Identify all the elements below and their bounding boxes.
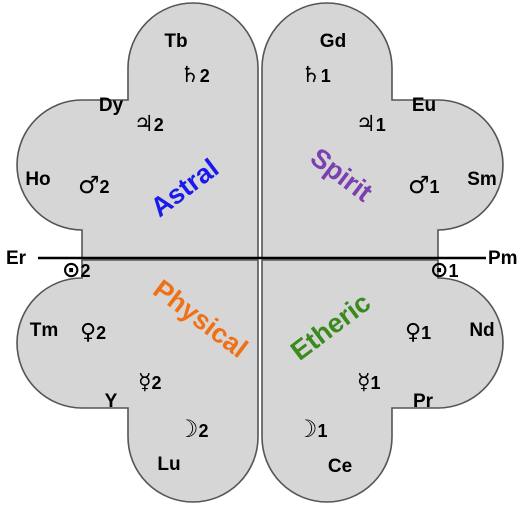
mercury-icon: ☿ bbox=[357, 370, 371, 395]
jupiter-icon: ♃ bbox=[356, 112, 376, 137]
jupiter-icon: ♃ bbox=[134, 112, 154, 137]
mercury-symbol-physical: ☿2 bbox=[138, 370, 162, 395]
element-tm: Tm bbox=[30, 320, 59, 341]
saturn-icon: ♄ bbox=[301, 63, 321, 88]
mars-symbol-spirit: ♂1 bbox=[408, 171, 440, 199]
saturn-symbol-astral: ♄2 bbox=[180, 63, 210, 88]
mars-symbol-astral: ♂2 bbox=[78, 171, 110, 199]
axis-label-left: Er bbox=[6, 248, 27, 269]
element-lu: Lu bbox=[157, 454, 180, 475]
element-y: Y bbox=[105, 391, 118, 412]
element-tb: Tb bbox=[164, 31, 187, 52]
leaf-spirit bbox=[261, 2, 504, 259]
saturn-icon: ♄ bbox=[180, 63, 200, 88]
element-nd: Nd bbox=[469, 320, 494, 341]
mercury-icon: ☿ bbox=[138, 370, 152, 395]
saturn-symbol-spirit: ♄1 bbox=[301, 63, 331, 88]
venus-icon: ♀ bbox=[405, 320, 421, 345]
sun-symbol-etheric: ⊙1 bbox=[430, 258, 458, 283]
leaf-physical bbox=[16, 259, 259, 503]
venus-symbol-physical: ♀2 bbox=[80, 320, 106, 345]
sun-icon: ⊙ bbox=[62, 258, 80, 283]
jupiter-symbol-astral: ♃2 bbox=[134, 112, 164, 137]
moon-icon: ☽ bbox=[296, 415, 318, 443]
element-sm: Sm bbox=[467, 169, 497, 190]
venus-icon: ♀ bbox=[80, 320, 96, 345]
leaf-astral bbox=[16, 2, 259, 259]
sun-icon: ⊙ bbox=[430, 258, 448, 283]
mars-icon: ♂ bbox=[78, 171, 100, 199]
element-pr: Pr bbox=[413, 391, 434, 412]
element-ho: Ho bbox=[25, 169, 50, 190]
element-ce: Ce bbox=[328, 456, 352, 477]
moon-symbol-etheric: ☽1 bbox=[296, 415, 328, 443]
jupiter-symbol-spirit: ♃1 bbox=[356, 112, 386, 137]
leaf-etheric bbox=[261, 259, 504, 503]
venus-symbol-etheric: ♀1 bbox=[405, 320, 431, 345]
mars-icon: ♂ bbox=[408, 171, 430, 199]
moon-icon: ☽ bbox=[177, 415, 199, 443]
sun-symbol-physical: ⊙2 bbox=[62, 258, 90, 283]
axis-label-right: Pm bbox=[488, 248, 518, 269]
mercury-symbol-etheric: ☿1 bbox=[357, 370, 381, 395]
element-eu: Eu bbox=[412, 95, 436, 116]
element-gd: Gd bbox=[320, 31, 346, 52]
moon-symbol-physical: ☽2 bbox=[177, 415, 209, 443]
element-dy: Dy bbox=[99, 95, 124, 116]
